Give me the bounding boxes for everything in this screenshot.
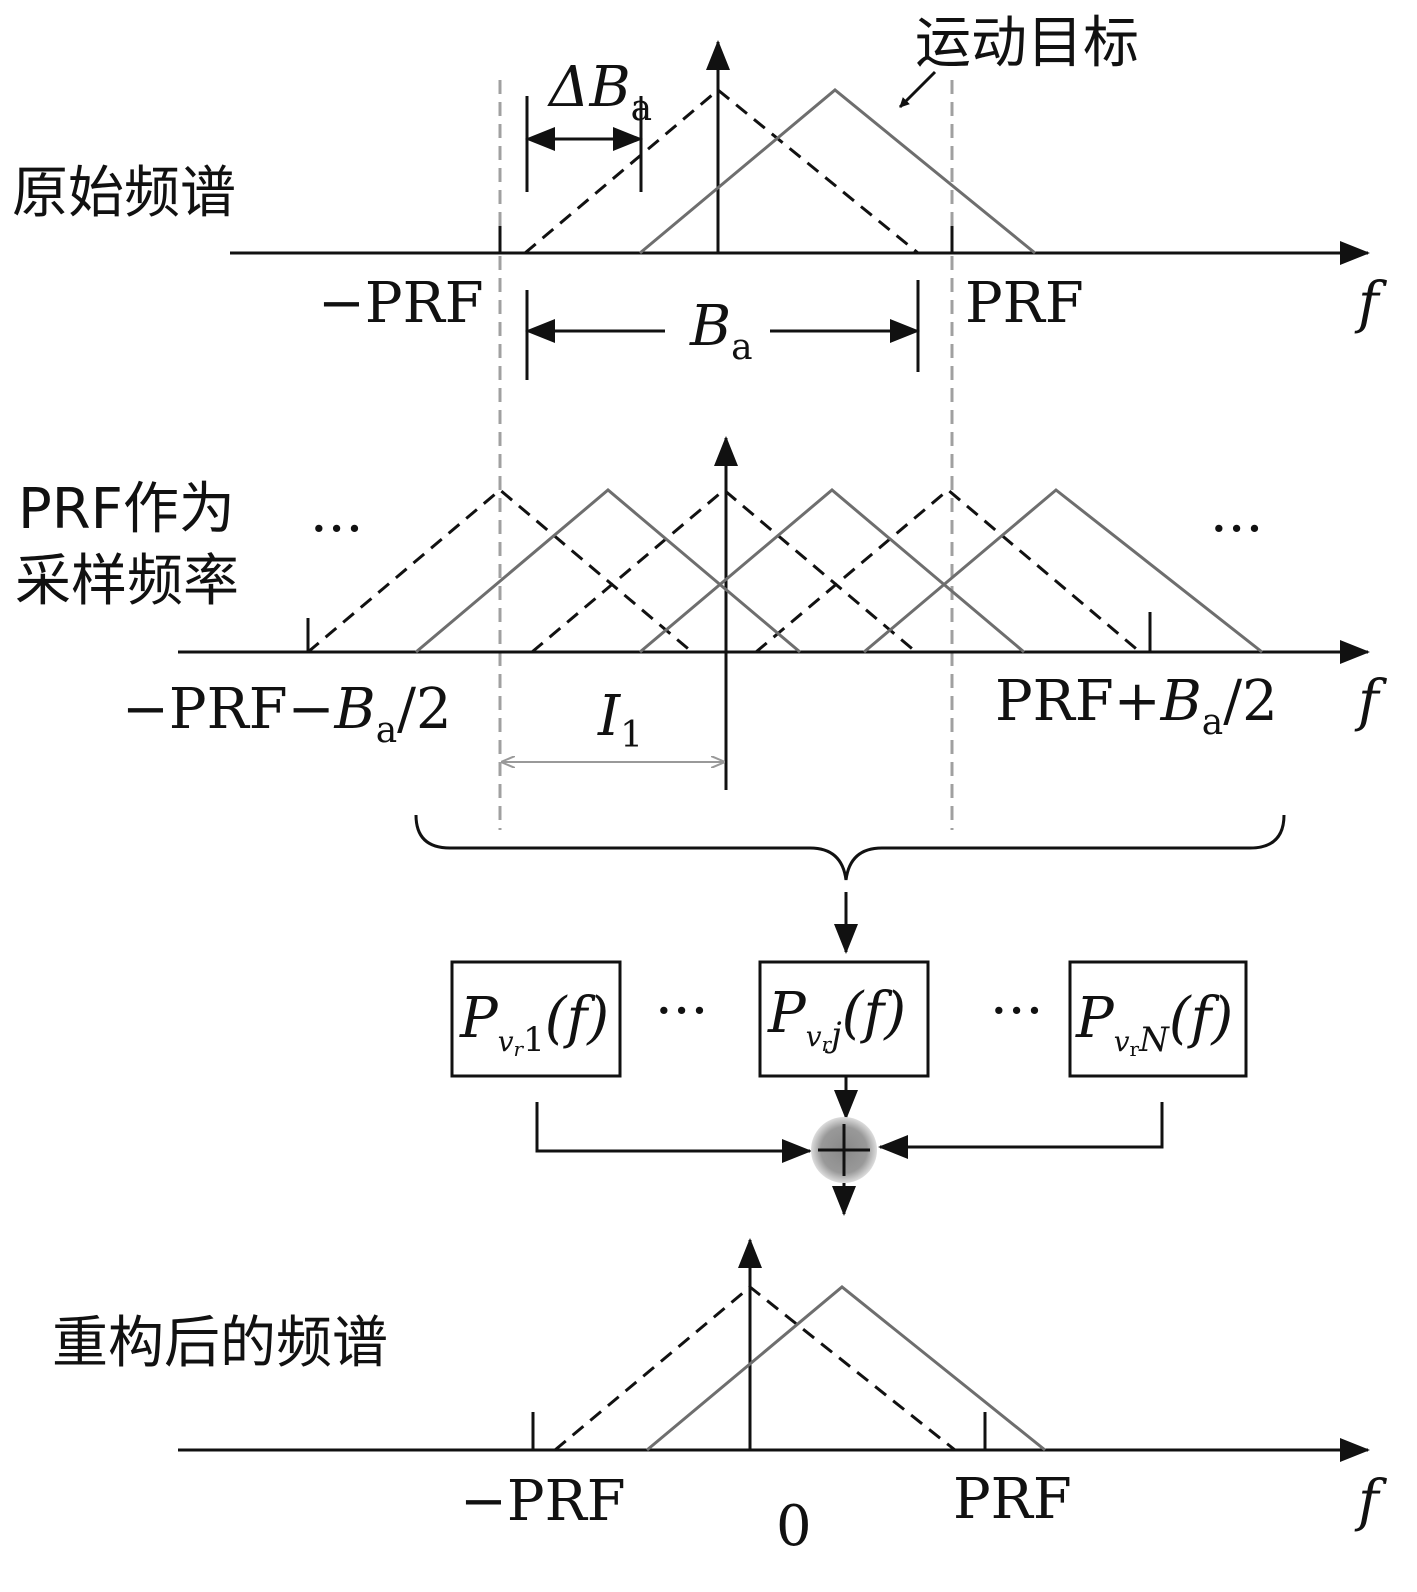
filter-ellipsis-a: ···	[655, 979, 708, 1044]
filter-box-j	[758, 960, 930, 1078]
panel-sampled-spectrum: PRF作为 采样频率 ··· ··· −PRF−Ba/2 PRF+Ba/2 f …	[15, 436, 1388, 881]
grouping-brace	[414, 814, 1286, 881]
frequency-axis-label-bottom: f	[1354, 1469, 1388, 1534]
replica-dashed-1	[307, 488, 693, 654]
pos-prf-label-top: PRF	[965, 271, 1084, 336]
moving-target-pointer	[898, 70, 937, 109]
moving-target-label: 运动目标	[915, 11, 1139, 76]
filter-bank: Pvr1(f) ··· Pvrj(f) ··· PvrN(f)	[450, 892, 1248, 1216]
right-bound-label: PRF+Ba/2	[995, 669, 1278, 743]
filter-ellipsis-b: ···	[990, 979, 1043, 1044]
replica-dashed-2	[531, 488, 917, 654]
reconstructed-spectrum-label: 重构后的频谱	[52, 1311, 388, 1376]
filter-box-n	[1068, 960, 1248, 1078]
replica-solid-3	[863, 488, 1263, 654]
filter-box-n-label: PvrN(f)	[1075, 986, 1233, 1061]
replica-dashed-3	[755, 488, 1141, 654]
target-spectrum-solid	[639, 88, 1036, 255]
panel-reconstructed-spectrum: 重构后的频谱 −PRF PRF 0 f	[52, 1238, 1388, 1559]
reconstructed-clutter-dashed	[554, 1285, 956, 1452]
filter-box-1	[450, 960, 622, 1078]
filter-n-to-adder	[878, 1102, 1164, 1159]
replica-solid-2	[639, 488, 1025, 654]
delta-ba-label: ΔBa	[547, 55, 652, 129]
interval-i1-label: I1	[597, 684, 643, 756]
clutter-spectrum-dashed	[524, 88, 919, 255]
left-bound-label: −PRF−Ba/2	[122, 677, 452, 751]
filter-box-1-label: Pvr1(f)	[459, 986, 609, 1061]
ba-label: Ba	[689, 294, 753, 368]
frequency-axis-label-top: f	[1354, 271, 1388, 336]
replica-solid-1	[415, 488, 801, 654]
filter-1-to-adder	[535, 1102, 812, 1163]
ellipsis-left: ···	[310, 497, 363, 562]
pos-prf-label-bottom: PRF	[953, 1467, 1072, 1532]
zero-label: 0	[776, 1494, 812, 1559]
sampled-label-line1: PRF作为	[18, 477, 235, 542]
neg-prf-label-bottom: −PRF	[460, 1469, 626, 1534]
frequency-axis-label-middle: f	[1354, 669, 1388, 734]
sampled-label-line2: 采样频率	[15, 549, 239, 614]
reconstructed-target-solid	[646, 1285, 1046, 1452]
ellipsis-right: ···	[1210, 497, 1263, 562]
panel-original-spectrum: 原始频谱 运动目标 ΔBa −PRF PRF f Ba	[12, 11, 1388, 380]
neg-prf-label-top: −PRF	[318, 271, 484, 336]
original-spectrum-label: 原始频谱	[12, 161, 236, 226]
